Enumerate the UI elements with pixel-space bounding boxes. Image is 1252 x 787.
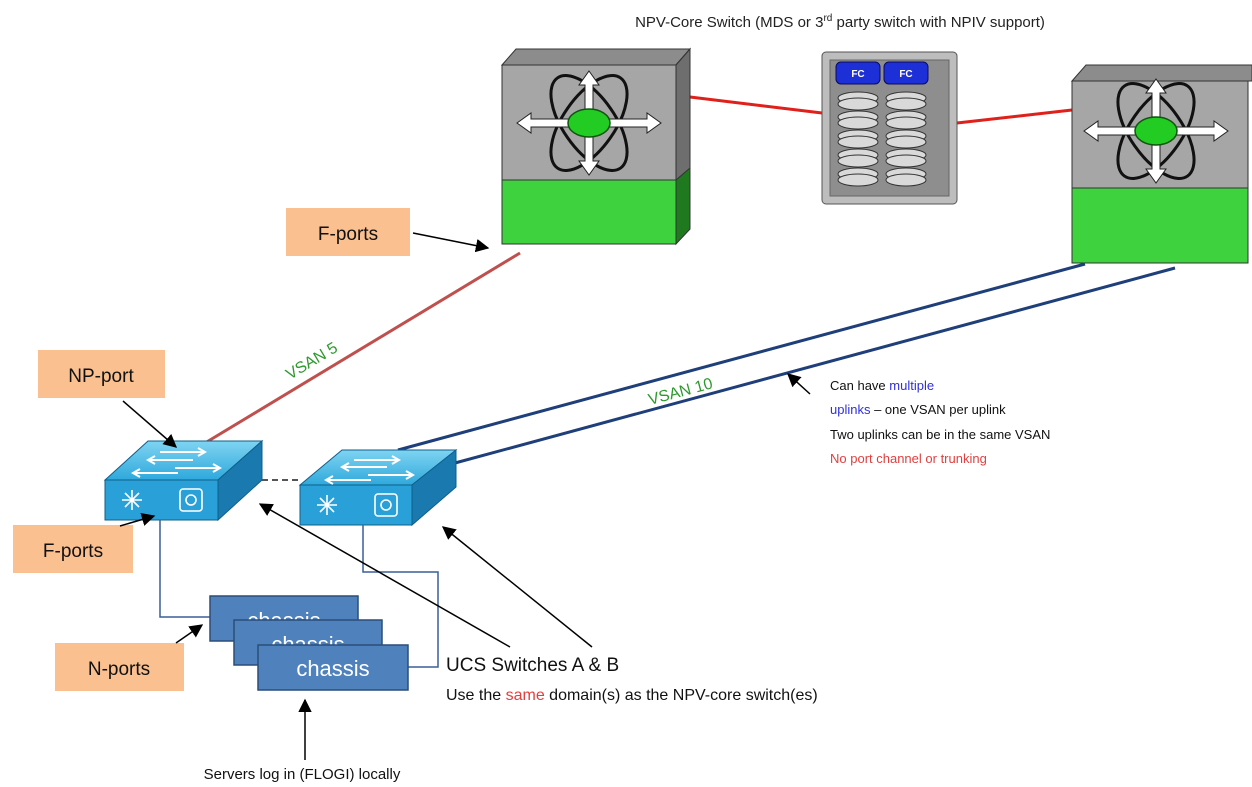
snowflake-icon (122, 490, 142, 510)
arrow (122, 400, 178, 448)
servers-flogi-note: Servers log in (FLOGI) locally (204, 766, 401, 783)
chassis-label: chassis (296, 656, 369, 681)
disk-platter (837, 135, 879, 149)
n-ports-callout (55, 643, 184, 691)
disk-platter (837, 173, 879, 187)
snowflake-icon (317, 495, 337, 515)
f-ports-bottom-callout (13, 525, 133, 573)
diagram-title: NPV-Core Switch (MDS or 3rd party switch… (635, 13, 1045, 31)
gear-icon (374, 493, 398, 517)
disk-platter (885, 154, 927, 168)
core-switch-right (1070, 64, 1252, 264)
disk-platter (837, 97, 879, 111)
vsan5-uplink (204, 251, 521, 445)
f-ports-top-callout (286, 208, 410, 256)
arrow (787, 373, 811, 395)
np-port-label: NP-port (68, 366, 134, 387)
uplink-note: Can have multiple uplinks – one VSAN per… (830, 378, 1050, 466)
arrow (412, 232, 490, 253)
fc-label: FC (851, 69, 864, 80)
server-link-b (362, 525, 439, 668)
arrow (441, 526, 593, 648)
disk-platter (837, 116, 879, 130)
fc-label: FC (899, 69, 912, 80)
arrow (258, 503, 511, 648)
svg-text:No port channel or trunking: No port channel or trunking (830, 451, 987, 466)
core-switch-left (500, 47, 692, 246)
fabric-switch-icon (1083, 78, 1229, 184)
vsan10-uplink-b (454, 266, 1176, 465)
ucs-switch-a (103, 439, 264, 522)
disk-platter (837, 154, 879, 168)
ucs-domain-note: Use the same domain(s) as the NPV-core s… (446, 687, 818, 704)
fabric-switch-icon (516, 70, 662, 176)
gear-icon (179, 488, 203, 512)
chassis-box (257, 644, 409, 691)
disk-platter (885, 135, 927, 149)
arrow (119, 512, 156, 527)
core-storage-link-left (689, 95, 823, 115)
np-port-callout (38, 350, 165, 398)
svg-text:uplinks – one VSAN per uplink: uplinks – one VSAN per uplink (830, 402, 1006, 417)
disk-platter (885, 173, 927, 187)
disk-platter (885, 97, 927, 111)
vsan10-uplink-a (397, 262, 1086, 452)
core-storage-link-right (956, 108, 1073, 125)
svg-text:Can have multiple: Can have multiple (830, 378, 934, 393)
ucs-switch-b (298, 448, 458, 527)
ucs-switches-title: UCS Switches A & B (446, 655, 619, 676)
fc-storage-array: FC FC (821, 51, 958, 205)
chassis-stack: chassis chassis chassis (209, 595, 409, 691)
disk-platter (885, 116, 927, 130)
f-ports-bottom-label: F-ports (43, 541, 103, 562)
disk-stack-icon (837, 91, 927, 187)
n-ports-label: N-ports (88, 659, 150, 680)
f-ports-top-label: F-ports (318, 224, 378, 245)
arrow (175, 624, 204, 644)
svg-text:Two uplinks can be in the same: Two uplinks can be in the same VSAN (830, 427, 1050, 442)
server-link-a (159, 520, 212, 618)
